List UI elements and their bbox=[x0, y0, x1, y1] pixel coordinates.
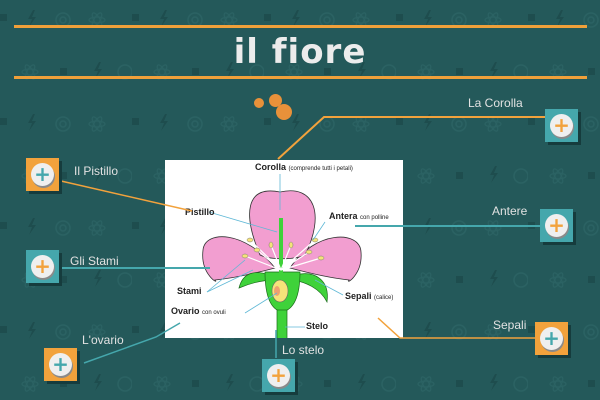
hotspot-label-ovario: L'ovario bbox=[82, 333, 124, 347]
flower-illustration bbox=[202, 174, 362, 338]
hotspot-button-stelo[interactable]: + bbox=[262, 359, 295, 392]
plus-icon: + bbox=[34, 162, 51, 186]
plus-icon: + bbox=[553, 113, 570, 137]
label-corolla: Corolla (comprende tutti i petali) bbox=[255, 162, 353, 172]
hotspot-button-corolla[interactable]: + bbox=[545, 109, 578, 142]
label-ovario: Ovario con ovuli bbox=[171, 306, 226, 316]
hotspot-label-corolla: La Corolla bbox=[468, 96, 523, 110]
page-title: il fiore bbox=[233, 32, 367, 72]
hotspot-button-sepali[interactable]: + bbox=[535, 322, 568, 355]
hotspot-label-stami: Gli Stami bbox=[70, 254, 119, 268]
hotspot-label-antere: Antere bbox=[492, 204, 528, 218]
plus-icon: + bbox=[34, 254, 51, 278]
label-sepali: Sepali (calice) bbox=[345, 291, 394, 301]
hotspot-button-ovario[interactable]: + bbox=[44, 348, 77, 381]
plus-icon: + bbox=[548, 213, 565, 237]
title-bottom-rule bbox=[14, 76, 587, 79]
decorative-dot bbox=[254, 98, 264, 108]
hotspot-label-sepali: Sepali bbox=[493, 318, 527, 332]
plus-icon: + bbox=[543, 326, 560, 350]
label-stami: Stami bbox=[177, 286, 202, 296]
title-top-rule bbox=[14, 25, 587, 28]
hotspot-label-stelo: Lo stelo bbox=[282, 343, 325, 357]
hotspot-label-pistillo: Il Pistillo bbox=[74, 164, 119, 178]
label-antera: Antera con polline bbox=[329, 211, 389, 221]
hotspot-button-antere[interactable]: + bbox=[540, 209, 573, 242]
plus-icon: + bbox=[270, 363, 287, 387]
hotspot-button-stami[interactable]: + bbox=[26, 250, 59, 283]
label-stelo: Stelo bbox=[306, 321, 329, 331]
label-pistillo: Pistillo bbox=[185, 207, 215, 217]
decorative-dot bbox=[276, 104, 292, 120]
decorative-dot bbox=[269, 94, 282, 107]
flower-diagram: Corolla (comprende tutti i petali) Pisti… bbox=[165, 160, 403, 338]
plus-icon: + bbox=[52, 352, 69, 376]
hotspot-button-pistillo[interactable]: + bbox=[26, 158, 59, 191]
